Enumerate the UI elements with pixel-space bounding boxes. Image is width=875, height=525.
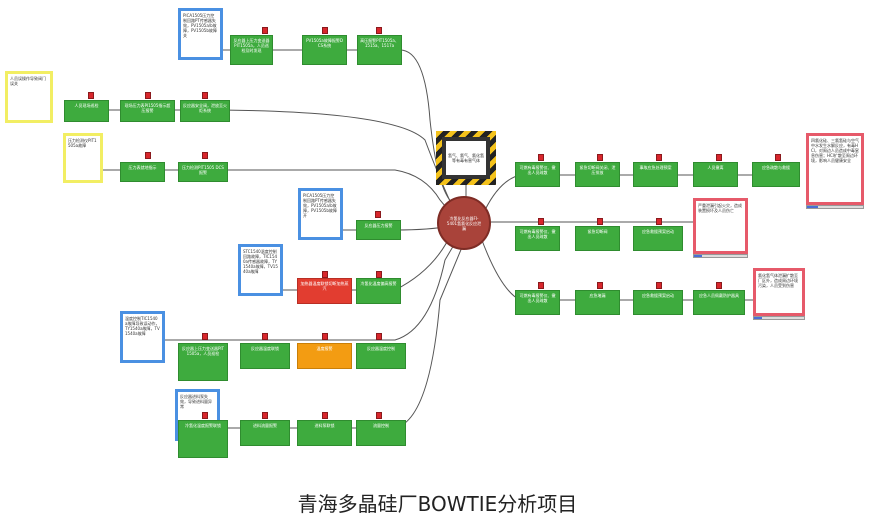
barrier-node[interactable]: 反应器温度控制 [356, 343, 406, 369]
barrier-node[interactable]: 可燃有毒报警仪、撤出人员疏散 [515, 162, 560, 187]
barrier-node[interactable]: 加热器温度联锁切断加热蒸汽 [297, 278, 352, 304]
barrier-node[interactable]: 应急堵漏 [575, 290, 620, 315]
barrier-node[interactable]: 反应器上压力变送器PIT1505a，人员巡检及时发现 [230, 35, 273, 65]
barrier-node[interactable]: 冷氢化温度偏高报警 [356, 278, 401, 304]
top-event-node[interactable]: 冷氢化反应器FI-5401氢氯化反应泄漏 [437, 196, 491, 250]
barrier-node[interactable]: 事故应急处理预案 [633, 162, 678, 187]
barrier-node[interactable]: PV1505a故障报警DCS系统 [302, 35, 347, 65]
barrier-flag-icon [262, 27, 268, 34]
threat-node[interactable]: 压力检测仪PIT1505a故障 [63, 133, 103, 183]
barrier-node[interactable]: 应急疏散与救援 [752, 162, 800, 187]
page-title: 青海多晶硅厂BOWTIE分析项目 [297, 492, 578, 516]
barrier-node[interactable]: 现场压力表PI1505指示超压报警 [120, 100, 175, 122]
barrier-node[interactable]: 进料流量报警 [240, 420, 290, 446]
barrier-flag-icon [202, 412, 208, 419]
hazard-node[interactable]: 氢气、氯气、氯化氢等有毒有害气体 [442, 137, 490, 179]
barrier-flag-icon [262, 333, 268, 340]
barrier-flag-icon [376, 271, 382, 278]
consequence-node[interactable]: 四氯化硅、三氯氢硅与空气中水发生水解反应，有毒HCl，对周边人员造成中毒窒息伤害… [806, 133, 864, 205]
barrier-node[interactable]: 反应器温度联锁 [240, 343, 290, 369]
barrier-flag-icon [597, 218, 603, 225]
barrier-flag-icon [656, 154, 662, 161]
barrier-flag-icon [376, 27, 382, 34]
threat-node[interactable]: PICA1505压力控制回路PT传感器失效，PV1505a/b故障，PV1505… [298, 188, 343, 240]
barrier-flag-icon [202, 92, 208, 99]
barrier-node[interactable]: 高压报警PIT1505a、1515a、1517a [357, 35, 402, 65]
barrier-flag-icon [88, 92, 94, 99]
barrier-flag-icon [597, 282, 603, 289]
barrier-node[interactable]: 可燃有毒报警仪、撤出人员疏散 [515, 226, 560, 251]
barrier-flag-icon [322, 27, 328, 34]
barrier-flag-icon [538, 282, 544, 289]
barrier-flag-icon [145, 92, 151, 99]
barrier-flag-icon [538, 154, 544, 161]
barrier-flag-icon [775, 154, 781, 161]
barrier-node[interactable]: 压力检测PIT1505 DCS报警 [178, 162, 228, 182]
barrier-node[interactable]: 冷氢化温度报警联锁 [178, 420, 228, 458]
barrier-flag-icon [322, 271, 328, 278]
barrier-node[interactable]: 紧急切断阀 [575, 226, 620, 251]
barrier-node[interactable]: 应急救援预案启动 [633, 226, 683, 251]
barrier-node[interactable]: 人员撤离 [693, 162, 738, 187]
barrier-node[interactable]: 进料泵联锁 [297, 420, 352, 446]
barrier-flag-icon [597, 154, 603, 161]
barrier-node[interactable]: 反应器压力报警 [356, 220, 401, 240]
barrier-node[interactable]: 紧急切断阀关闭、泄压排放 [575, 162, 620, 187]
barrier-node[interactable]: 应急救援预案启动 [633, 290, 683, 315]
barrier-flag-icon [376, 412, 382, 419]
threat-node[interactable]: PICA1505压力控制回路PT传感器失效，PV1505a/b故障，PV1505… [178, 8, 223, 60]
consequence-rating-bar [693, 254, 748, 258]
consequence-node[interactable]: 严重泄漏引起火灾，造成装置损坏及人员伤亡 [693, 198, 748, 254]
barrier-flag-icon [376, 333, 382, 340]
barrier-flag-icon [145, 152, 151, 159]
threat-node[interactable]: 温度控制TIC1540a故障导致误动作，TY1540a故障，TV1540a故障 [120, 311, 165, 363]
barrier-flag-icon [202, 152, 208, 159]
barrier-node[interactable]: 人员现场巡检 [64, 100, 109, 122]
threat-node[interactable]: STC1540温度控制回路故障，TIC1540a传感器故障，TY1540a故障，… [238, 244, 283, 296]
barrier-node[interactable]: 可燃有毒报警仪、撤出人员疏散 [515, 290, 560, 315]
consequence-rating-bar [806, 205, 864, 209]
barrier-flag-icon [656, 282, 662, 289]
barrier-flag-icon [716, 154, 722, 161]
consequence-rating-fill [807, 206, 819, 208]
barrier-node[interactable]: 流量控制 [356, 420, 406, 446]
barrier-flag-icon [716, 282, 722, 289]
threat-node[interactable]: 人员误操作导致阀门误关 [5, 71, 53, 123]
barrier-node[interactable]: 应急人员佩戴防护器具 [693, 290, 745, 315]
barrier-node[interactable]: 反应器上压力变送器PIT1505a，人员巡检 [178, 343, 228, 381]
consequence-node[interactable]: 氯化氢气体泄漏扩散至厂区外，造成周边环境污染，人员受到伤害 [753, 268, 805, 316]
barrier-flag-icon [656, 218, 662, 225]
consequence-rating-bar [753, 316, 805, 320]
barrier-node[interactable]: 压力表就地指示 [120, 162, 165, 182]
barrier-flag-icon [538, 218, 544, 225]
consequence-rating-fill [754, 317, 762, 319]
barrier-node[interactable]: 反应器安全阀，泄放至火炬系统 [180, 100, 230, 122]
barrier-flag-icon [322, 412, 328, 419]
barrier-flag-icon [375, 211, 381, 218]
barrier-flag-icon [202, 333, 208, 340]
barrier-flag-icon [262, 412, 268, 419]
consequence-rating-fill [694, 255, 702, 257]
barrier-flag-icon [322, 333, 328, 340]
barrier-node[interactable]: 温度报警 [297, 343, 352, 369]
